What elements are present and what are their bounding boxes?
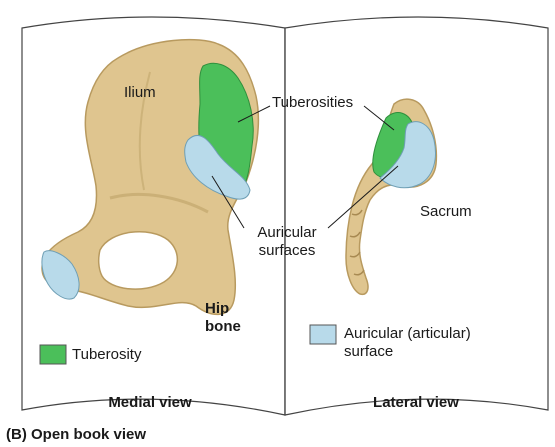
legend-auricular-text: Auricular (articular) surface	[344, 325, 471, 361]
legend-auricular-line2: surface	[344, 343, 394, 360]
medial-view-title: Medial view	[108, 394, 192, 411]
auricular-callout-line1: Auricular	[257, 224, 317, 241]
leader-auricular-sacrum	[327, 165, 399, 229]
legend-auricular-line1: Auricular (articular)	[344, 325, 471, 342]
ilium-label: Ilium	[124, 84, 156, 101]
lateral-view-title: Lateral view	[373, 394, 459, 411]
leader-tuberosities-sacrum	[363, 105, 395, 131]
hip-bone-line2: bone	[205, 318, 241, 335]
pubic-auricular-region	[41, 250, 80, 300]
leader-tuberosities-hip	[237, 105, 271, 123]
auricular-surfaces-callout: Auricular surfaces	[244, 224, 330, 260]
hip-auricular-region	[184, 134, 251, 200]
figure-caption: (B) Open book view	[6, 426, 147, 443]
hip-bone-ridge	[109, 192, 209, 214]
legend-swatch-tuberosity	[39, 344, 67, 365]
leader-lines	[211, 105, 399, 229]
hip-bone-illustration	[41, 38, 260, 315]
legend-tuberosity-text: Tuberosity	[72, 346, 142, 363]
tuberosities-callout: Tuberosities	[272, 94, 354, 111]
sacrum-illustration	[345, 98, 438, 296]
hip-bone-label: Hip bone	[205, 300, 241, 336]
hip-bone-line1: Hip	[205, 300, 230, 317]
sacrum-auricular-region	[379, 121, 436, 189]
leader-auricular-hip	[211, 175, 245, 229]
legend-swatch-auricular	[309, 324, 337, 345]
obturator-foramen	[97, 230, 178, 290]
hip-bone-ridge-2	[138, 71, 151, 191]
sacrum-label: Sacrum	[420, 203, 472, 220]
auricular-callout-line2: surfaces	[258, 242, 316, 259]
sacrum-foramina	[349, 209, 365, 276]
book-right-page	[284, 16, 549, 416]
